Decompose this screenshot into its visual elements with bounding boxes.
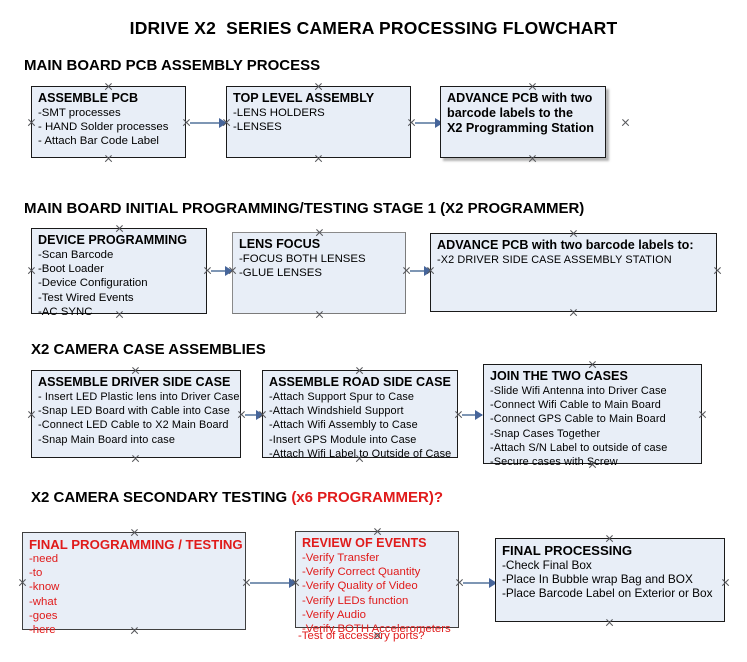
node-line: -Verify Correct Quantity — [302, 566, 421, 579]
node-head: TOP LEVEL ASSEMBLY — [233, 91, 375, 105]
node-line: -here — [29, 624, 56, 637]
section-heading-text: X2 CAMERA SECONDARY TESTING — [31, 489, 292, 506]
node-line: -LENS HOLDERS — [233, 107, 325, 119]
node-line: - Attach Bar Code Label — [38, 135, 159, 148]
node-line: -Place In Bubble wrap Bag and BOX — [502, 572, 693, 587]
node-line: -LENSES — [233, 121, 282, 134]
node-line: -Connect GPS Cable to Main Board — [490, 413, 666, 426]
node-line: -FOCUS BOTH LENSES — [239, 253, 366, 265]
node-line: -Verify Quality of Video — [302, 580, 418, 593]
node-line: -Attach Wifi Assembly to Case — [269, 419, 418, 432]
node-line: -Attach Wifi Label to Outside of Case — [269, 447, 452, 460]
connector-arrow — [462, 414, 482, 416]
section-heading-secondary-testing: X2 CAMERA SECONDARY TESTING (x6 PROGRAMM… — [31, 489, 443, 506]
node-head: ADVANCE PCB with two — [447, 91, 593, 105]
node-line: -Secure cases with Screw — [490, 456, 618, 469]
node-line: -Attach Windshield Support — [269, 405, 404, 418]
node-head: REVIEW OF EVENTS — [302, 536, 427, 550]
node-review-of-events[interactable]: REVIEW OF EVENTS -Verify Transfer -Verif… — [295, 531, 459, 635]
node-assemble-pcb[interactable]: ASSEMBLE PCB -SMT processes - HAND Solde… — [31, 86, 186, 158]
node-head: JOIN THE TWO CASES — [490, 369, 628, 383]
node-top-level-assembly[interactable]: TOP LEVEL ASSEMBLY -LENS HOLDERS -LENSES — [226, 86, 411, 158]
node-line: -goes — [29, 609, 58, 622]
node-line: -Snap Main Board into case — [38, 433, 175, 446]
node-head: DEVICE PROGRAMMING — [38, 233, 188, 247]
node-line: barcode labels to the — [447, 106, 573, 120]
node-lens-focus[interactable]: LENS FOCUS -FOCUS BOTH LENSES -GLUE LENS… — [232, 232, 406, 314]
node-line: -Verify LEDs function — [302, 594, 409, 607]
node-line: -GLUE LENSES — [239, 267, 322, 280]
node-line: -Verify BOTH Accelerometers — [302, 623, 451, 636]
node-head: LENS FOCUS — [239, 237, 321, 251]
node-line: -AC SYNC — [38, 305, 93, 318]
node-line: -Check Final Box — [502, 558, 592, 572]
connector-arrow — [245, 414, 263, 416]
node-line: -Connect Wifi Cable to Main Board — [490, 399, 661, 412]
node-line: -Attach S/N Label to outside of case — [490, 441, 668, 454]
node-final-programming-testing[interactable]: FINAL PROGRAMMING / TESTING -need -to -k… — [22, 532, 246, 636]
node-line: -what — [29, 595, 57, 608]
node-line: X2 Programming Station — [447, 121, 594, 135]
node-line: -Attach Support Spur to Case — [269, 391, 415, 403]
node-line: - Insert LED Plastic lens into Driver Ca… — [38, 391, 240, 403]
connector-arrow — [211, 270, 232, 272]
selection-handle[interactable] — [621, 118, 630, 127]
node-line: -Boot Loader — [38, 263, 104, 276]
section-heading-initial-programming: MAIN BOARD INITIAL PROGRAMMING/TESTING S… — [24, 200, 585, 217]
node-line: -to — [29, 567, 43, 580]
node-line: - HAND Solder processes — [38, 121, 169, 134]
node-line: -Test Wired Events — [38, 291, 134, 304]
node-head: ASSEMBLE DRIVER SIDE CASE — [38, 375, 231, 389]
connector-arrow — [463, 582, 496, 584]
node-line: -know — [29, 581, 60, 594]
node-line: -need — [29, 553, 59, 565]
node-overflow-line: -Test of accessory ports? — [298, 630, 425, 642]
node-assemble-driver-side-case[interactable]: ASSEMBLE DRIVER SIDE CASE - Insert LED P… — [31, 370, 241, 458]
page-title: IDRIVE X2 SERIES CAMERA PROCESSING FLOWC… — [129, 18, 618, 38]
section-heading-case-assemblies: X2 CAMERA CASE ASSEMBLIES — [31, 341, 266, 358]
node-head: ASSEMBLE PCB — [38, 91, 139, 105]
node-line: -SMT processes — [38, 107, 121, 119]
node-advance-pcb-driver-side[interactable]: ADVANCE PCB with two barcode labels to: … — [430, 233, 717, 312]
node-line: -Connect LED Cable to X2 Main Board — [38, 419, 229, 432]
node-line: -Scan Barcode — [38, 249, 114, 261]
connector-arrow — [190, 122, 226, 124]
node-line: -Snap LED Board with Cable into Case — [38, 405, 230, 418]
node-line: -Slide Wifi Antenna into Driver Case — [490, 385, 667, 397]
connector-arrow — [410, 270, 431, 272]
node-join-the-two-cases[interactable]: JOIN THE TWO CASES -Slide Wifi Antenna i… — [483, 364, 702, 468]
node-line: -X2 DRIVER SIDE CASE ASSEMBLY STATION — [437, 254, 672, 266]
node-line: -Device Configuration — [38, 277, 148, 290]
node-head: ASSEMBLE ROAD SIDE CASE — [269, 375, 451, 389]
node-line: -Snap Cases Together — [490, 427, 601, 440]
node-line: -Place Barcode Label on Exterior or Box — [502, 586, 713, 601]
connector-arrow — [250, 582, 296, 584]
node-head: FINAL PROCESSING — [502, 543, 633, 558]
section-heading-accent: (x6 PROGRAMMER)? — [291, 489, 443, 506]
node-device-programming[interactable]: DEVICE PROGRAMMING -Scan Barcode -Boot L… — [31, 228, 207, 318]
node-head: FINAL PROGRAMMING / TESTING — [29, 537, 243, 552]
node-final-processing[interactable]: FINAL PROCESSING -Check Final Box -Place… — [495, 538, 725, 622]
node-head: ADVANCE PCB with two barcode labels to: — [437, 238, 694, 252]
node-line: -Verify Transfer — [302, 552, 380, 564]
node-line: -Insert GPS Module into Case — [269, 433, 417, 446]
node-line: -Verify Audio — [302, 608, 366, 621]
section-heading-pcb-assembly: MAIN BOARD PCB ASSEMBLY PROCESS — [24, 57, 321, 74]
node-assemble-road-side-case[interactable]: ASSEMBLE ROAD SIDE CASE -Attach Support … — [262, 370, 458, 460]
connector-arrow — [415, 122, 442, 124]
node-advance-pcb-station[interactable]: ADVANCE PCB with two barcode labels to t… — [440, 86, 606, 158]
